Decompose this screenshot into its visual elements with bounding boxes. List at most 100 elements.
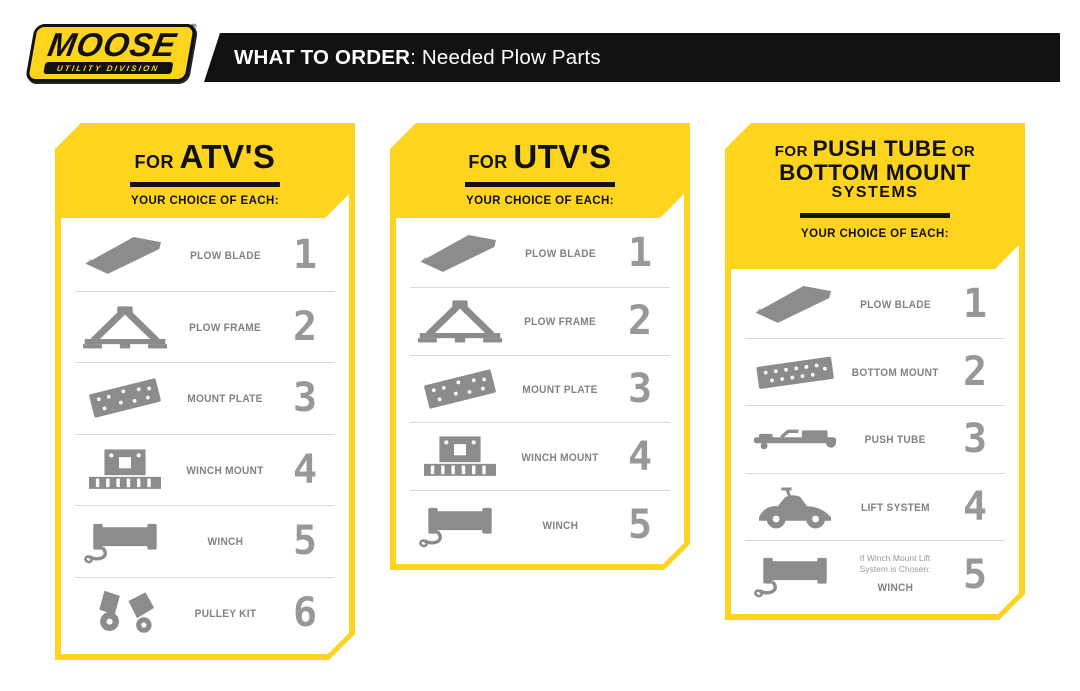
title-underline	[130, 182, 280, 187]
part-label: PLOW BLADE	[524, 248, 596, 261]
part-label: WINCH MOUNT	[186, 464, 264, 477]
plow-blade-icon	[82, 231, 168, 279]
title-underline	[465, 182, 615, 187]
part-label: PLOW FRAME	[524, 316, 596, 329]
part-row: WINCH 5	[75, 505, 335, 577]
part-number: 5	[627, 501, 653, 548]
winch-icon	[752, 551, 838, 599]
part-number: 4	[292, 446, 318, 493]
part-label-box: WINCH	[173, 532, 277, 550]
part-label: PLOW BLADE	[859, 299, 931, 312]
part-label: WINCH	[207, 536, 243, 549]
part-icon-box	[77, 303, 173, 351]
part-icon-box	[747, 280, 843, 328]
page-title: WHAT TO ORDER	[234, 45, 411, 69]
part-icon-box	[747, 483, 843, 531]
part-note-line: System is Chosen:	[859, 564, 931, 575]
plow-blade-icon	[417, 229, 503, 277]
part-number: 1	[627, 230, 653, 277]
part-label: MOUNT PLATE	[187, 393, 263, 406]
push-tube-icon	[752, 415, 838, 463]
part-label-box: LIFT SYSTEM	[843, 498, 947, 516]
title-underline	[800, 213, 950, 218]
part-row: MOUNT PLATE 3	[75, 362, 335, 434]
part-icon-box	[77, 517, 173, 565]
card-header: FOR ATV'S YOUR CHOICE OF EACH:	[61, 129, 349, 218]
lift-system-icon	[752, 483, 838, 531]
plow-blade-icon	[752, 280, 838, 328]
card-title: FOR UTV'S	[396, 140, 684, 175]
page-title-rest: : Needed Plow Parts	[410, 45, 601, 69]
part-number: 1	[962, 281, 988, 328]
part-icon-box	[77, 231, 173, 279]
part-icon-box	[412, 433, 508, 481]
part-label: PLOW FRAME	[189, 321, 261, 334]
item-list: PLOW BLADE 1 PLOW FRAME 2 MOUNT PLATE 3 …	[396, 218, 684, 564]
part-label-box: PLOW FRAME	[173, 318, 277, 336]
card-subtitle: YOUR CHOICE OF EACH:	[466, 194, 614, 207]
part-icon-box	[747, 348, 843, 396]
card-subtitle: YOUR CHOICE OF EACH:	[801, 228, 949, 241]
part-icon-box	[77, 589, 173, 637]
part-label: WINCH	[877, 582, 913, 595]
part-label: MOUNT PLATE	[522, 383, 598, 396]
pulley-kit-icon	[82, 589, 168, 637]
winch-mount-icon	[82, 446, 168, 494]
part-number: 2	[627, 298, 653, 345]
part-label-box: BOTTOM MOUNT	[843, 363, 947, 381]
part-icon-box	[412, 365, 508, 413]
part-label-box: PULLEY KIT	[173, 604, 277, 622]
part-row: PLOW BLADE 1	[745, 271, 1005, 338]
parts-card: FOR ATV'S YOUR CHOICE OF EACH: PLOW BLAD…	[55, 123, 355, 660]
part-row: PLOW FRAME 2	[410, 287, 670, 355]
part-label: PUSH TUBE	[864, 434, 926, 447]
part-label-box: WINCH	[508, 516, 612, 534]
part-row: BOTTOM MOUNT 2	[745, 338, 1005, 406]
winch-icon	[82, 517, 168, 565]
part-label: LIFT SYSTEM	[860, 502, 930, 515]
part-number: 4	[962, 484, 988, 531]
card-title-line: FOR ATV'S	[134, 138, 276, 175]
part-label-box: WINCH MOUNT	[173, 461, 277, 479]
bottom-mount-icon	[752, 348, 838, 396]
part-number: 1	[292, 232, 318, 279]
part-row: LIFT SYSTEM 4	[745, 473, 1005, 541]
part-icon-box	[747, 551, 843, 599]
part-row: PLOW FRAME 2	[75, 291, 335, 363]
moose-logo-wordmark: MOOSE	[45, 26, 180, 63]
winch-mount-icon	[417, 433, 503, 481]
card-title-line: FOR PUSH TUBE OR	[774, 136, 976, 161]
part-number: 5	[962, 551, 988, 598]
part-label-box: PLOW BLADE	[508, 244, 612, 262]
plow-frame-icon	[82, 303, 168, 351]
part-number: 6	[292, 589, 318, 636]
part-icon-box	[412, 501, 508, 549]
winch-icon	[417, 501, 503, 549]
part-label: PLOW BLADE	[189, 250, 261, 263]
mount-plate-icon	[82, 374, 168, 422]
card-title: FOR ATV'S	[61, 140, 349, 175]
part-number: 3	[962, 416, 988, 463]
part-icon-box	[77, 446, 173, 494]
part-label: PULLEY KIT	[194, 607, 256, 620]
part-row: WINCH MOUNT 4	[75, 434, 335, 506]
card-inner: FOR UTV'S YOUR CHOICE OF EACH: PLOW BLAD…	[396, 129, 684, 564]
card-title-line: BOTTOM MOUNT	[779, 159, 971, 185]
item-list: PLOW BLADE 1 PLOW FRAME 2 MOUNT PLATE 3 …	[61, 218, 349, 654]
card-title-line: FOR UTV'S	[468, 138, 612, 175]
moose-logo-subtitle: UTILITY DIVISION	[43, 61, 174, 74]
title-bar: WHAT TO ORDER : Needed Plow Parts	[204, 33, 1060, 82]
part-icon-box	[412, 229, 508, 277]
moose-logo-box: MOOSE ® UTILITY DIVISION	[24, 22, 197, 82]
card-inner: FOR ATV'S YOUR CHOICE OF EACH: PLOW BLAD…	[61, 129, 349, 654]
part-row: PULLEY KIT 6	[75, 577, 335, 649]
part-row: MOUNT PLATE 3	[410, 355, 670, 423]
part-label-box: PLOW FRAME	[508, 312, 612, 330]
